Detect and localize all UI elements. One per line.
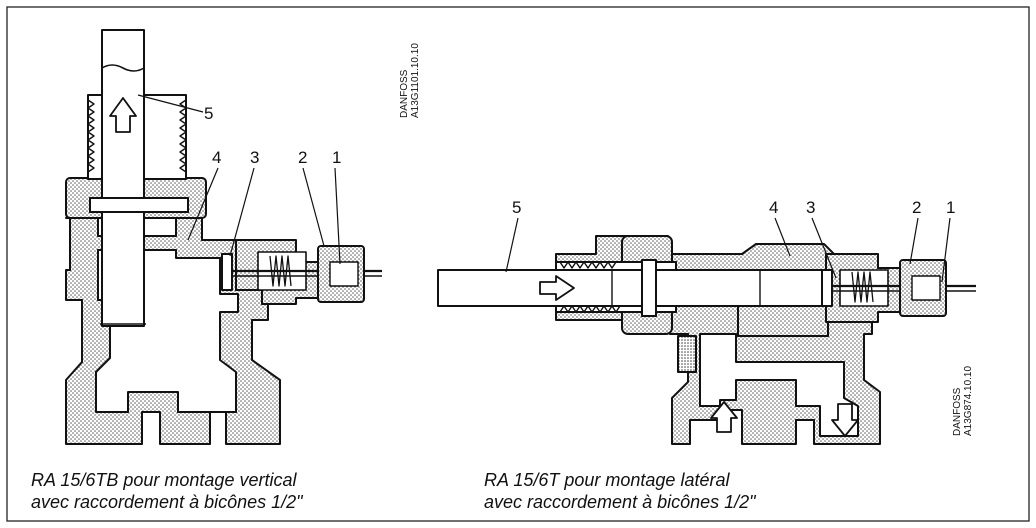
- thread-marks-left: [87, 99, 187, 173]
- caption-right: RA 15/6T pour montage latéral avec racco…: [484, 470, 757, 512]
- svg-text:A13G1101.10.10: A13G1101.10.10: [410, 43, 421, 118]
- callout-3-left: 3: [250, 148, 259, 167]
- flow-arrow-right: [539, 275, 575, 301]
- callout-1-right: 1: [946, 198, 955, 217]
- svg-text:RA 15/6T pour montage latéral: RA 15/6T pour montage latéral: [484, 470, 730, 490]
- svg-text:A13G874.10.10: A13G874.10.10: [963, 366, 974, 436]
- pipe-vertical: [101, 29, 145, 327]
- callout-5-left: 5: [204, 104, 213, 123]
- disc-left: [221, 253, 233, 291]
- flow-arrow-down-right: [831, 403, 859, 437]
- svg-text:avec raccordement à bicônes 1/: avec raccordement à bicônes 1/2": [484, 492, 757, 512]
- callout-1-left: 1: [332, 148, 341, 167]
- callout-4-right: 4: [769, 198, 778, 217]
- callouts-left: 5 4 3 2 1: [204, 104, 341, 167]
- valve-lateral: [437, 235, 976, 445]
- valve-vertical: [65, 29, 382, 445]
- clamp-ring-right: [641, 259, 657, 317]
- pipe-break-left: [101, 64, 145, 72]
- svg-text:avec raccordement à bicônes 1/: avec raccordement à bicônes 1/2": [31, 492, 304, 512]
- svg-text:DANFOSS: DANFOSS: [399, 69, 410, 118]
- pipe-horizontal: [437, 269, 827, 307]
- outer-border: [6, 6, 1030, 522]
- callout-3-right: 3: [806, 198, 815, 217]
- seat-block-right: [737, 303, 829, 337]
- callouts-right: 5 4 3 2 1: [512, 198, 955, 217]
- caption-left: RA 15/6TB pour montage vertical avec rac…: [31, 470, 304, 512]
- svg-text:RA 15/6TB pour montage vertica: RA 15/6TB pour montage vertical: [31, 470, 297, 490]
- callout-4-left: 4: [212, 148, 221, 167]
- thread-insert-right: [677, 335, 697, 373]
- callout-5-right: 5: [512, 198, 521, 217]
- disc-right: [821, 269, 833, 307]
- callout-2-right: 2: [912, 198, 921, 217]
- drawing-code-left: DANFOSS A13G1101.10.10: [399, 43, 421, 118]
- flow-arrow-up-right: [710, 401, 738, 433]
- leaders-right: [505, 217, 951, 283]
- clamp-ring-left: [89, 197, 189, 213]
- flow-arrow-up-left: [109, 97, 137, 133]
- drawing-code-right: DANFOSS A13G874.10.10: [952, 366, 974, 436]
- callout-2-left: 2: [298, 148, 307, 167]
- svg-text:DANFOSS: DANFOSS: [952, 387, 963, 436]
- thread-marks-right: [559, 261, 621, 313]
- leaders-left: [137, 94, 341, 265]
